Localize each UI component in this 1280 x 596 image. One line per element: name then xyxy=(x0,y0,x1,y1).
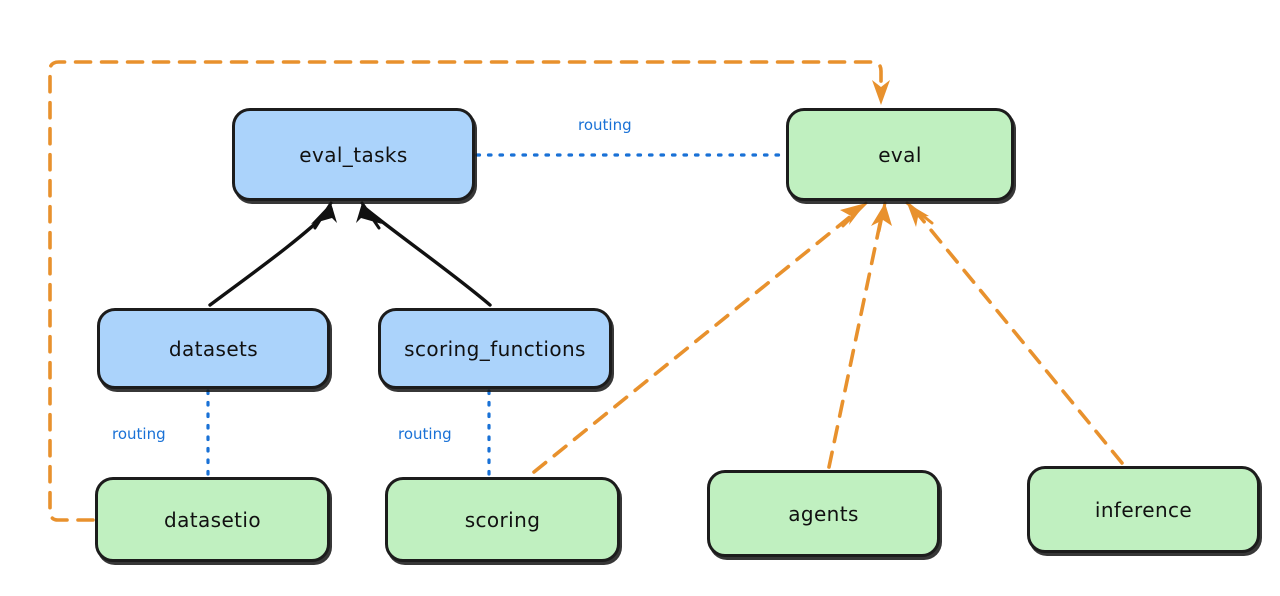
node-scoring[interactable]: scoring xyxy=(385,477,620,562)
edge-datasets-to-eval_tasks xyxy=(208,201,337,307)
node-label: datasetio xyxy=(163,507,261,532)
node-label: scoring_functions xyxy=(404,336,586,361)
edge-agents-to-eval xyxy=(827,201,892,469)
node-inference[interactable]: inference xyxy=(1027,466,1260,553)
node-label: datasets xyxy=(168,336,259,361)
node-eval[interactable]: eval xyxy=(786,108,1014,201)
node-datasetio[interactable]: datasetio xyxy=(95,477,330,562)
node-label: inference xyxy=(1094,497,1193,522)
node-label: scoring xyxy=(464,507,541,532)
edge-datasetio-to-eval xyxy=(48,60,890,522)
node-label: agents xyxy=(788,501,859,526)
node-agents[interactable]: agents xyxy=(707,470,940,557)
edge-scoring-to-eval xyxy=(532,201,868,474)
node-eval-tasks[interactable]: eval_tasks xyxy=(232,108,475,201)
edge-inference-to-eval xyxy=(905,201,1124,465)
node-label: eval xyxy=(878,142,922,167)
node-scoring-functions[interactable]: scoring_functions xyxy=(378,308,612,389)
edge-scoring_functions-to-eval_tasks xyxy=(356,201,492,307)
node-label: eval_tasks xyxy=(299,142,408,167)
node-datasets[interactable]: datasets xyxy=(97,308,330,389)
